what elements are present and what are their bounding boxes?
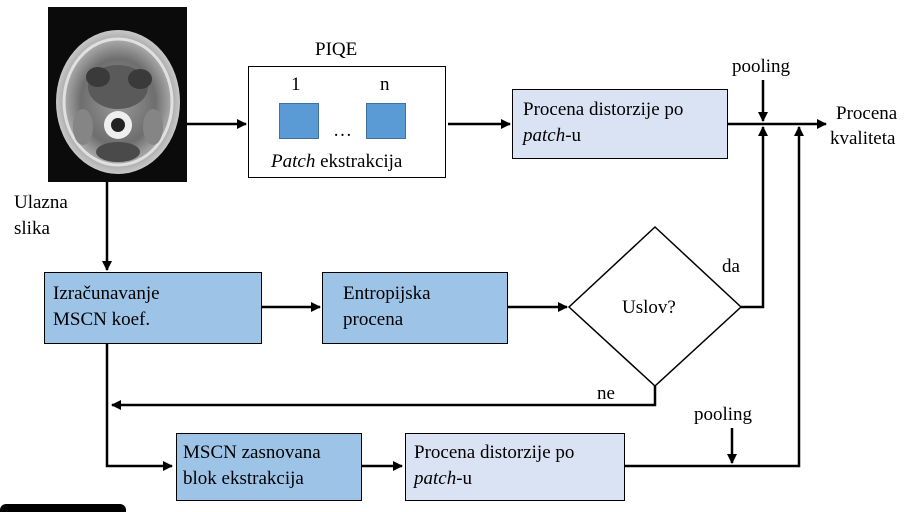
patch-first	[279, 103, 319, 139]
entropy-line1: Entropijska	[343, 283, 431, 304]
patch-first-label: 1	[291, 74, 301, 95]
patch-last-label: n	[380, 74, 390, 95]
distortion-bottom-italic: patch	[414, 468, 457, 489]
distortion-top-line2: patch-u	[523, 123, 581, 148]
mscn-block-line1: MSCN zasnovana	[183, 442, 321, 463]
output-label-line1: Procena	[836, 103, 898, 124]
distortion-bottom-rest: -u	[456, 468, 473, 489]
arrow-condition-yes	[741, 126, 768, 309]
entropy-line2: procena	[343, 309, 404, 330]
entropy-box: Entropijska procena	[322, 272, 508, 344]
mscn-block-box: MSCN zasnovana blok ekstrakcija	[176, 433, 362, 501]
pooling-label-bottom: pooling	[694, 404, 753, 425]
input-image	[48, 7, 187, 182]
mscn-block-line2: blok ekstrakcija	[183, 468, 304, 489]
piqe-caption: Patch ekstrakcija	[271, 149, 402, 174]
piqe-box	[248, 66, 446, 178]
pooling-label-top: pooling	[732, 56, 791, 77]
yes-label: da	[722, 256, 740, 277]
corner-overlay	[0, 504, 126, 512]
arrow-mscn-to-block	[105, 344, 173, 471]
condition-label: Uslov?	[622, 297, 676, 318]
mscn-calc-line2: MSCN koef.	[53, 309, 151, 330]
output-label-line2: kvaliteta	[830, 128, 896, 149]
distortion-top-line1: Procena distorzije po	[523, 99, 684, 120]
piqe-caption-italic: Patch	[271, 151, 316, 172]
condition-diamond	[567, 225, 743, 388]
input-label-line1: Ulazna	[14, 192, 68, 213]
piqe-caption-rest: ekstrakcija	[315, 151, 403, 172]
distortion-bottom-line2: patch-u	[414, 466, 472, 491]
input-label-line2: slika	[14, 218, 50, 239]
arrow-bottom-to-output	[625, 126, 804, 468]
arrow-condition-no	[111, 386, 657, 410]
distortion-box-top: Procena distorzije po patch-u	[512, 89, 728, 159]
patch-last	[366, 103, 406, 139]
distortion-box-bottom: Procena distorzije po patch-u	[405, 433, 625, 501]
distortion-bottom-line1: Procena distorzije po	[414, 442, 575, 463]
mscn-calc-line1: Izračunavanje	[53, 283, 160, 304]
distortion-top-rest: -u	[565, 125, 582, 146]
no-label: ne	[597, 383, 615, 404]
patch-ellipsis: …	[333, 120, 352, 141]
distortion-top-italic: patch	[523, 125, 566, 146]
mscn-calc-box: Izračunavanje MSCN koef.	[44, 272, 262, 344]
piqe-title: PIQE	[315, 39, 358, 60]
